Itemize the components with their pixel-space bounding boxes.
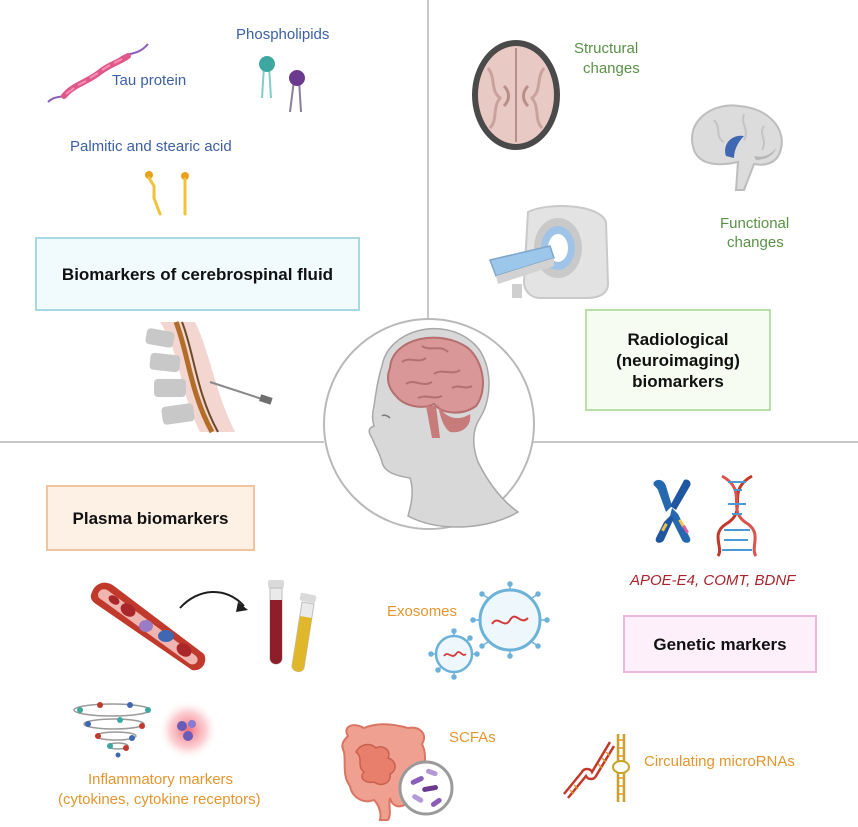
fatty-acid-label: Palmitic and stearic acid: [70, 138, 232, 155]
genetic-title-box: Genetic markers: [623, 615, 817, 673]
fatty-acid-icon: [145, 171, 189, 216]
horizontal-divider-right: [532, 441, 858, 443]
exosomes-label: Exosomes: [387, 603, 458, 620]
intestine-icon: [341, 723, 454, 821]
phospholipid-icon: [259, 56, 305, 113]
cytokine-swirl-icon: [73, 702, 151, 758]
phospholipids-label: Phospholipids: [236, 26, 330, 43]
gene-names-label: APOE-E4, COMT, BDNF: [630, 572, 796, 589]
tau-protein-icon: [47, 43, 149, 103]
radiological-title-line2: (neuroimaging): [616, 350, 740, 370]
vertical-divider: [427, 0, 429, 322]
plasma-title-box: Plasma biomarkers: [46, 485, 255, 551]
inflammatory-label-line1: Inflammatory markers: [88, 771, 234, 788]
blood-vessel-icon: [90, 582, 206, 671]
radiological-title-box: Radiological (neuroimaging) biomarkers: [585, 309, 771, 411]
horizontal-divider-left: [0, 441, 324, 443]
central-head-icon: [323, 318, 535, 530]
inflammatory-label-line2: (cytokines, cytokine receptors): [58, 791, 261, 808]
exosomes-icon: [428, 581, 550, 680]
radiological-title-line1: Radiological: [627, 329, 729, 349]
radiological-title-line3: biomarkers: [632, 371, 724, 391]
inflamed-cell-icon: [158, 700, 218, 760]
chromosome-icon: [653, 479, 691, 543]
csf-title: Biomarkers of cerebrospinal fluid: [61, 264, 334, 284]
spine-icon: [145, 321, 273, 434]
scfas-label: SCFAs: [449, 729, 496, 746]
csf-title-box: Biomarkers of cerebrospinal fluid: [35, 237, 360, 311]
microrna-icon: [563, 734, 630, 802]
plasma-title: Plasma biomarkers: [72, 508, 229, 528]
arrow-icon: [179, 591, 248, 612]
structural-changes-label-line2: changes: [583, 60, 640, 77]
structural-changes-label-line1: Structural: [574, 40, 639, 57]
tau-protein-label: Tau protein: [112, 72, 187, 89]
brain-slice-icon: [472, 40, 560, 150]
mri-scanner-icon: [488, 205, 610, 299]
dna-helix-icon: [716, 474, 758, 557]
brain-functional-icon: [691, 104, 783, 191]
microrna-label: Circulating microRNAs: [644, 753, 795, 770]
test-tubes-icon: [268, 580, 317, 673]
genetic-title: Genetic markers: [653, 634, 787, 654]
functional-changes-label-line1: Functional: [720, 215, 790, 232]
functional-changes-label-line2: changes: [727, 234, 784, 251]
